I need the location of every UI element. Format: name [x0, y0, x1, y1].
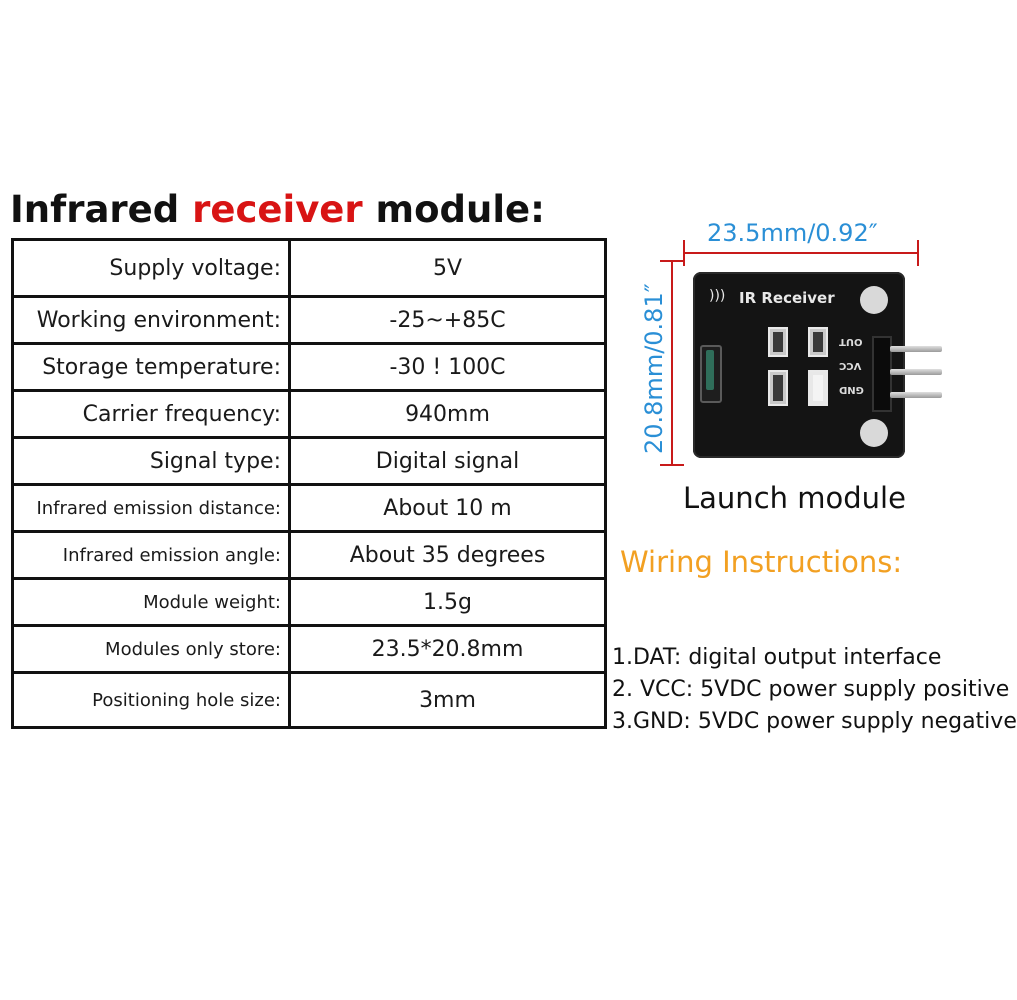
ir-sensor-lens [706, 350, 714, 390]
spec-label: Infrared emission distance: [11, 483, 291, 533]
height-dimension-label: 20.8mm/0.81″ [640, 283, 668, 454]
pin-label-out: OUT [839, 336, 863, 347]
height-dimension-tick-bottom [660, 464, 684, 466]
width-dimension-tick-left [683, 240, 685, 266]
page-title: Infrared receiver module: [10, 188, 545, 232]
spec-value: -30 ! 100C [288, 342, 607, 392]
spec-label: Signal type: [11, 436, 291, 486]
infrared-wave-icon: ))) [709, 288, 726, 304]
spec-label: Carrier frequency: [11, 389, 291, 439]
launch-module-label: Launch module [683, 481, 906, 515]
spec-value: -25~+85C [288, 295, 607, 345]
spec-row: Signal type: Digital signal [11, 436, 607, 486]
smd-component [768, 370, 788, 406]
spec-row: Supply voltage: 5V [11, 238, 607, 298]
spec-label: Supply voltage: [11, 238, 291, 298]
spec-value: 940mm [288, 389, 607, 439]
spec-row: Positioning hole size: 3mm [11, 671, 607, 729]
height-dimension-line [671, 260, 673, 466]
spec-label: Modules only store: [11, 624, 291, 674]
wiring-line-vcc: 2. VCC: 5VDC power supply positive [612, 677, 1010, 702]
spec-value: 1.5g [288, 577, 607, 627]
wiring-line-gnd: 3.GND: 5VDC power supply negative [612, 709, 1017, 734]
spec-label: Storage temperature: [11, 342, 291, 392]
header-pin [890, 369, 942, 375]
spec-value: 23.5*20.8mm [288, 624, 607, 674]
pin-header [872, 336, 892, 412]
wiring-instructions-title: Wiring Instructions: [620, 545, 903, 579]
spec-row: Modules only store: 23.5*20.8mm [11, 624, 607, 674]
spec-table: Supply voltage: 5V Working environment: … [11, 238, 607, 729]
header-pin [890, 346, 942, 352]
spec-label: Module weight: [11, 577, 291, 627]
pin-label-vcc: VCC [839, 360, 862, 371]
mounting-hole-top [860, 286, 888, 314]
smd-component [808, 327, 828, 357]
spec-label: Infrared emission angle: [11, 530, 291, 580]
spec-row: Carrier frequency: 940mm [11, 389, 607, 439]
title-part2: module: [375, 188, 545, 231]
spec-value: 3mm [288, 671, 607, 729]
spec-label: Positioning hole size: [11, 671, 291, 729]
mounting-hole-bottom [860, 419, 888, 447]
spec-row: Infrared emission angle: About 35 degree… [11, 530, 607, 580]
spec-value: Digital signal [288, 436, 607, 486]
spec-row: Working environment: -25~+85C [11, 295, 607, 345]
height-dimension-tick-top [660, 260, 684, 262]
spec-value: About 10 m [288, 483, 607, 533]
pin-label-gnd: GND [839, 384, 864, 395]
wiring-line-dat: 1.DAT: digital output interface [612, 645, 942, 670]
spec-row: Storage temperature: -30 ! 100C [11, 342, 607, 392]
spec-row: Infrared emission distance: About 10 m [11, 483, 607, 533]
width-dimension-label: 23.5mm/0.92″ [707, 219, 878, 247]
ir-receiver-board-image: ))) IR Receiver OUT VCC GND [693, 272, 905, 458]
led-component [808, 370, 828, 406]
board-label: IR Receiver [739, 289, 835, 307]
spec-row: Module weight: 1.5g [11, 577, 607, 627]
smd-component [768, 327, 788, 357]
spec-value: 5V [288, 238, 607, 298]
width-dimension-line [683, 252, 919, 254]
header-pin [890, 392, 942, 398]
spec-value: About 35 degrees [288, 530, 607, 580]
spec-label: Working environment: [11, 295, 291, 345]
title-accent: receiver [192, 188, 363, 231]
width-dimension-tick-right [917, 240, 919, 266]
title-part1: Infrared [10, 188, 180, 231]
